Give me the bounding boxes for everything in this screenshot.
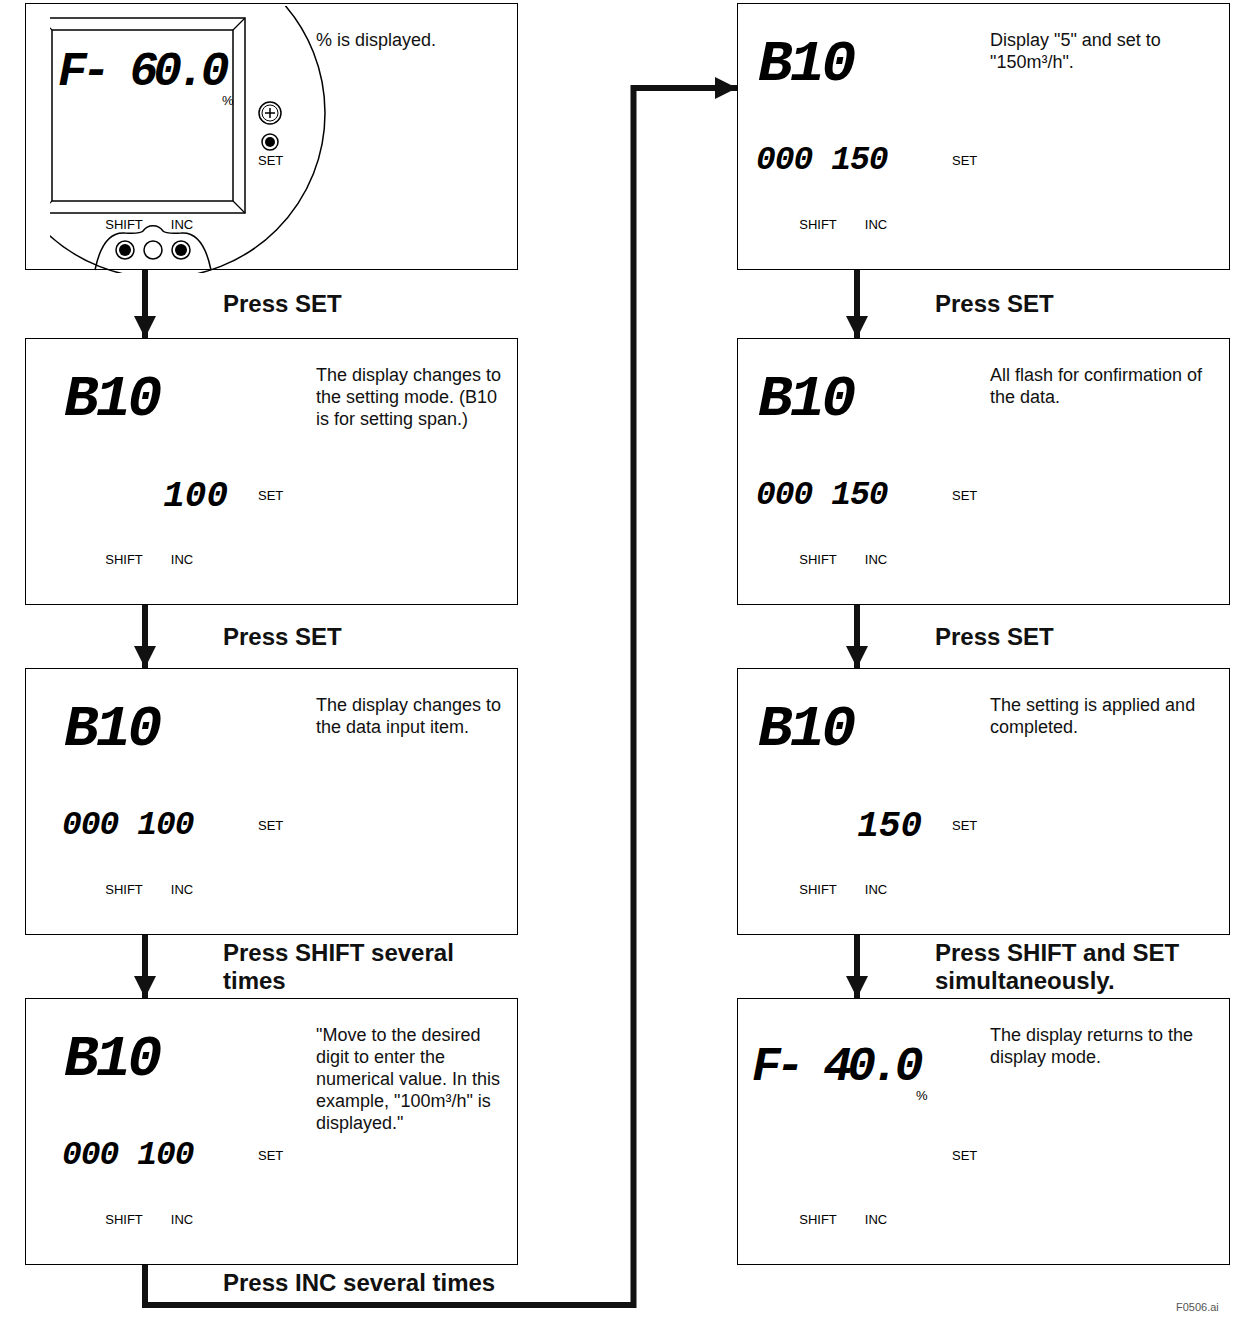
lcd-value: 150: [830, 809, 922, 845]
action-label: Press SHIFT several times: [220, 939, 526, 994]
step-description: The display returns to the display mode.: [990, 1025, 1221, 1069]
button-label: SET: [258, 489, 283, 502]
button-label: SHIFT: [102, 553, 146, 566]
step-description: The display changes to the setting mode.…: [316, 365, 509, 431]
lcd-parameter: B10: [758, 371, 853, 429]
button-label: SHIFT: [796, 883, 840, 896]
step-description: The setting is applied and completed.: [990, 695, 1221, 739]
flow-arrow: [854, 935, 860, 998]
lcd-readout: F- 60.0: [58, 48, 225, 96]
step-panel: The display changes to the setting mode.…: [25, 338, 518, 605]
lcd-value: 100: [136, 479, 228, 515]
action-label: Press SET: [932, 623, 1234, 651]
lcd-value: 000 100: [62, 1139, 194, 1172]
lcd-value: 000 150: [756, 144, 888, 177]
lcd-parameter: B10: [64, 371, 159, 429]
flow-arrow: [854, 270, 860, 338]
step-description: % is displayed.: [316, 30, 509, 52]
flow-arrow: [145, 88, 737, 1305]
button-label: SHIFT: [102, 1213, 146, 1226]
button-label: INC: [167, 553, 197, 566]
step-panel: The display returns to the display mode.…: [737, 998, 1230, 1265]
lcd-value: 000 150: [756, 479, 888, 512]
button-label: SHIFT: [796, 553, 840, 566]
step-description: "Move to the desired digit to enter the …: [316, 1025, 509, 1135]
step-panel: "Move to the desired digit to enter the …: [25, 998, 518, 1265]
lcd-value: 000 100: [62, 809, 194, 842]
lcd-parameter: B10: [758, 36, 853, 94]
indicator-drawing: [50, 6, 325, 273]
flow-arrow: [142, 605, 148, 668]
lcd-unit: %: [916, 1089, 928, 1102]
button-label: SET: [258, 154, 283, 167]
button-label: INC: [861, 1213, 891, 1226]
button-label: SET: [258, 1149, 283, 1162]
button-label: INC: [167, 883, 197, 896]
action-label: Press SET: [932, 290, 1234, 318]
lcd-parameter: B10: [64, 701, 159, 759]
button-label: SHIFT: [796, 1213, 840, 1226]
button-label: INC: [167, 1213, 197, 1226]
button-label: SHIFT: [796, 218, 840, 231]
button-label: SET: [952, 154, 977, 167]
step-panel: The setting is applied and completed. B10…: [737, 668, 1230, 935]
action-label: Press SHIFT and SET simultaneously.: [932, 939, 1234, 994]
flow-arrow: [142, 270, 148, 338]
lcd-parameter: B10: [758, 701, 853, 759]
button-label: INC: [861, 883, 891, 896]
button-label: SET: [258, 819, 283, 832]
button-label: SHIFT: [102, 883, 146, 896]
lcd-parameter: B10: [64, 1031, 159, 1089]
action-label: Press SET: [220, 290, 526, 318]
lcd-unit: %: [222, 94, 234, 107]
figure-id: F0506.ai: [1176, 1302, 1219, 1313]
step-panel: % is displayed. F- 60.0% SET SHIFT INC: [25, 3, 518, 270]
action-label: Press INC several times: [220, 1269, 526, 1297]
flow-arrow: [854, 605, 860, 668]
button-label: INC: [861, 553, 891, 566]
button-label: SET: [952, 489, 977, 502]
step-panel: The display changes to the data input it…: [25, 668, 518, 935]
button-label: SHIFT: [102, 218, 146, 231]
step-panel: Display "5" and set to "150m³/h". B10 000 …: [737, 3, 1230, 270]
button-label: SET: [952, 1149, 977, 1162]
button-label: INC: [861, 218, 891, 231]
step-panel: All flash for confirmation of the data. B…: [737, 338, 1230, 605]
action-label: Press SET: [220, 623, 526, 651]
step-description: Display "5" and set to "150m³/h".: [990, 30, 1221, 74]
lcd-readout: F- 40.0: [752, 1043, 919, 1091]
step-description: All flash for confirmation of the data.: [990, 365, 1221, 409]
flow-arrow: [142, 935, 148, 998]
button-label: INC: [167, 218, 197, 231]
step-description: The display changes to the data input it…: [316, 695, 509, 739]
button-label: SET: [952, 819, 977, 832]
